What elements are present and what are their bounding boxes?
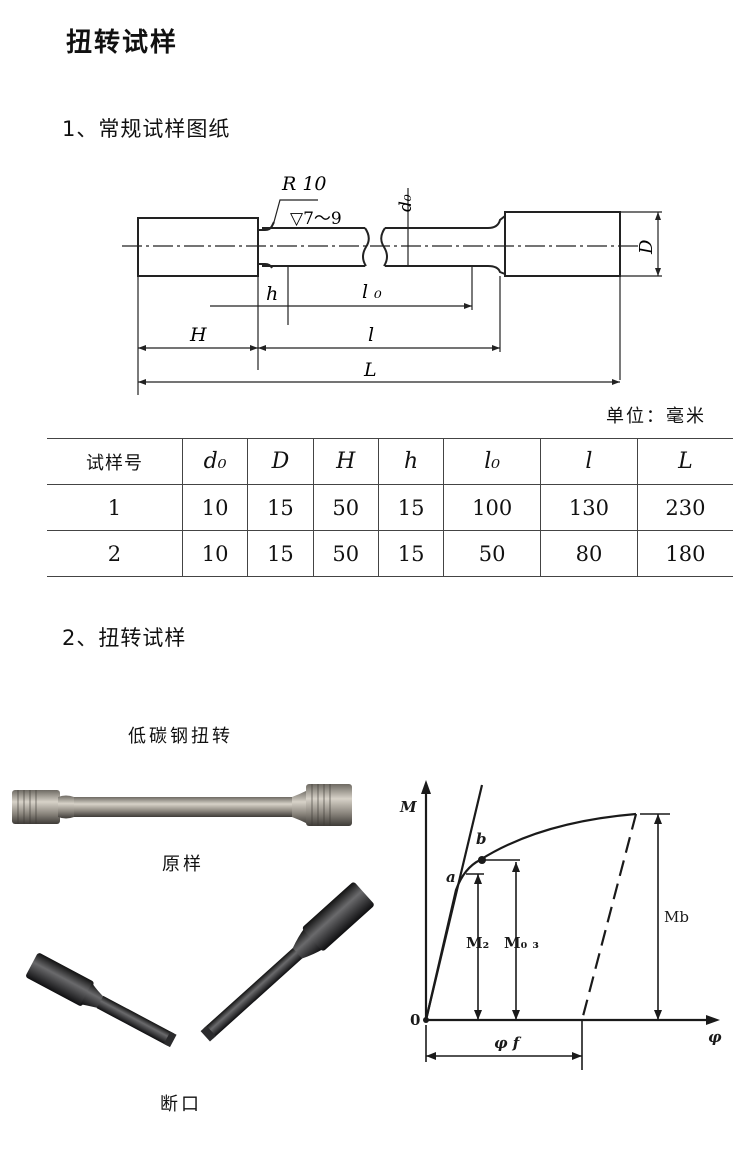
fracture-piece-right-image [200,882,374,1042]
table-cell: 230 [636,484,733,531]
table-header: H [312,438,379,485]
table-cell: 50 [443,530,542,577]
table-header: 试样号 [47,438,183,485]
unit-label: 单位：毫米 [606,406,706,427]
left-grip-outline [137,217,259,277]
table-header: l [540,438,638,485]
table-row: 2 10 15 50 15 50 80 180 [47,530,733,577]
specimen-drawing: R 10 ▽7～9 d₀ D h l ₀ H l L [122,173,662,395]
graph-label-a: a [446,868,456,886]
table-row: 1 10 15 50 15 100 130 230 [47,484,733,531]
table-cell: 50 [312,484,379,531]
table-cell: 1 [47,484,183,531]
label-R10: R 10 [281,173,327,195]
table-cell: 2 [47,530,183,577]
graph-label-Mb: Mb [664,908,689,926]
graph-label-phi: φ [708,1028,722,1046]
table-cell: 15 [247,530,314,577]
right-grip-outline [504,211,621,277]
section-1-heading: 1、常规试样图纸 [62,117,231,141]
table-cell: 10 [181,530,249,577]
label-H: H [189,324,207,346]
table-cell: 15 [247,484,314,531]
table-cell: 10 [181,484,249,531]
label-h: h [266,283,278,305]
label-L: L [363,359,377,381]
page-title: 扭转试样 [66,28,179,58]
label-D: D [636,239,657,255]
original-caption: 原样 [162,854,204,875]
torque-twist-diagram: M b a M₂ M₀ ₃ Mb φ f 0 φ [399,780,722,1070]
specimen-photos [12,784,374,1048]
label-l0: l ₀ [362,281,382,303]
label-d0: d₀ [396,194,416,212]
table-cell: 130 [540,484,638,531]
graph-label-origin: 0 [410,1011,420,1029]
graph-label-b: b [476,830,487,848]
graph-label-phi-f: φ f [494,1034,522,1052]
fracture-piece-left-image [26,953,177,1048]
table-cell: 180 [636,530,733,577]
table-header: L [636,438,733,485]
table-header-row: 试样号 d₀ D H h l₀ l L [47,438,733,485]
graph-label-M: M [399,798,417,816]
section-2-heading: 2、扭转试样 [62,626,187,650]
specimen-table: 试样号 d₀ D H h l₀ l L 1 10 15 50 15 100 13… [47,438,733,577]
label-finish: ▽7～9 [290,209,342,229]
table-header: l₀ [443,438,542,485]
table-header: d₀ [181,438,249,485]
table-cell: 100 [443,484,542,531]
table-cell: 80 [540,530,638,577]
table-header: D [247,438,314,485]
label-l: l [368,324,374,346]
graph-label-Ms: M₂ [466,934,489,952]
table-header: h [377,438,445,485]
fracture-caption: 断口 [160,1094,202,1115]
table-cell: 50 [312,530,379,577]
graph-label-M03: M₀ ₃ [504,934,539,952]
original-specimen-image [12,784,352,826]
photo-caption: 低碳钢扭转 [128,726,233,747]
table-cell: 15 [377,530,445,577]
table-cell: 15 [377,484,445,531]
